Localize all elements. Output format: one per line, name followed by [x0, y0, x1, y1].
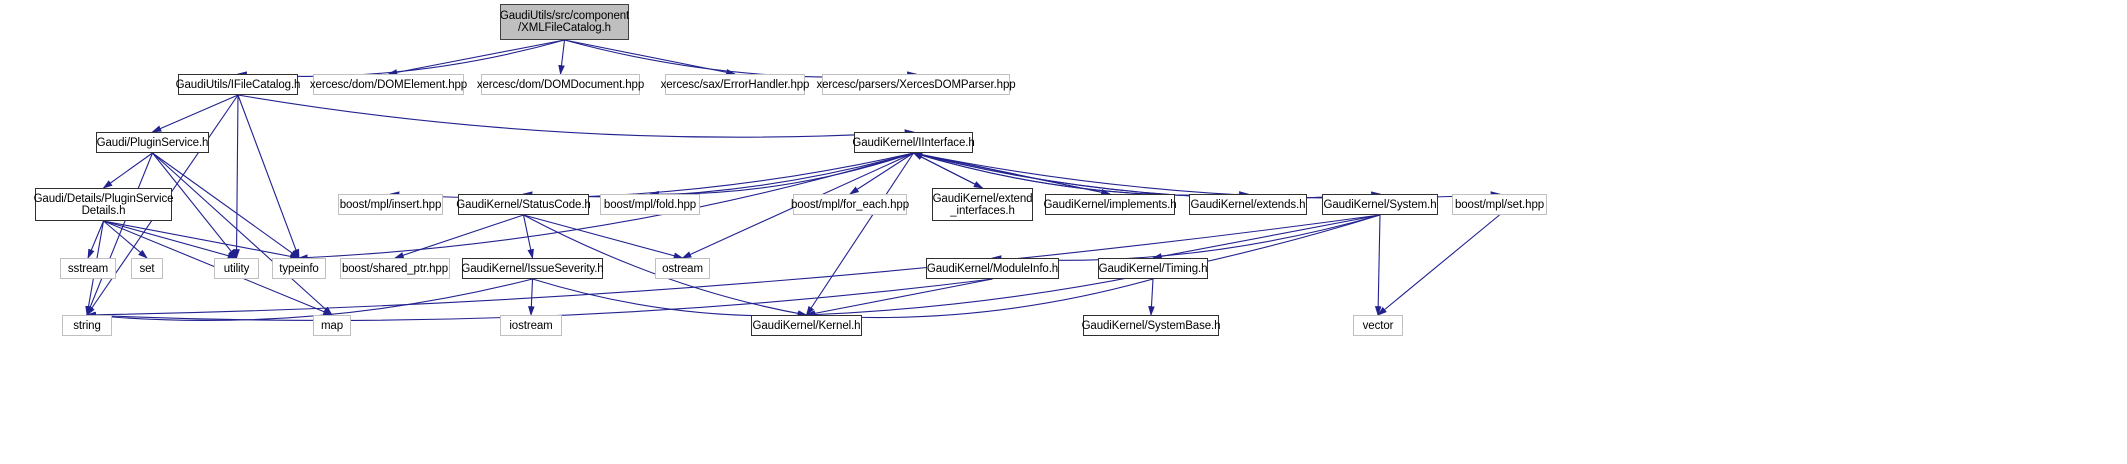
graph-node-mplfold[interactable]: boost/mpl/fold.hpp	[600, 194, 700, 215]
graph-node-extends[interactable]: GaudiKernel/extends.h	[1189, 194, 1307, 215]
edge-iinterface-to-mplforeach	[849, 152, 914, 195]
graph-node-errorhandler[interactable]: xercesc/sax/ErrorHandler.hpp	[661, 74, 809, 95]
graph-node-utility[interactable]: utility	[214, 258, 259, 279]
graph-node-pluginservice[interactable]: Gaudi/PluginService.h	[96, 132, 209, 153]
graph-node-sstream[interactable]: sstream	[60, 258, 116, 279]
edge-root-to-ifilecatalog	[236, 39, 565, 78]
edge-system-to-moduleinfo	[991, 214, 1381, 262]
edge-root-to-errorhandler	[564, 39, 737, 76]
graph-node-psdetails[interactable]: Gaudi/Details/PluginService Details.h	[34, 188, 174, 221]
edge-timing-to-kernel	[805, 278, 1154, 319]
edge-timing-to-systembase	[1148, 278, 1155, 317]
edge-ifilecatalog-to-pluginservice	[151, 94, 239, 133]
graph-node-vector[interactable]: vector	[1353, 315, 1403, 336]
edge-mplset-to-vector	[1377, 214, 1500, 316]
edge-psdetails-to-typeinfo	[103, 220, 301, 260]
edge-iinterface-to-statuscode	[522, 152, 914, 198]
graph-node-statuscode[interactable]: GaudiKernel/StatusCode.h	[456, 194, 591, 215]
edge-iinterface-to-mplinsert	[389, 152, 914, 199]
edge-ifilecatalog-to-typeinfo	[237, 94, 300, 260]
graph-node-ostream[interactable]: ostream	[655, 258, 710, 279]
edge-issueseverity-to-iostream	[528, 278, 535, 317]
edge-iinterface-to-kernel	[805, 152, 914, 316]
edge-statuscode-to-ostream	[523, 214, 684, 259]
edge-root-to-domdocument	[558, 39, 566, 76]
graph-node-string[interactable]: string	[62, 315, 112, 336]
edge-pluginservice-to-map	[152, 152, 333, 316]
edge-issueseverity-to-string	[85, 278, 533, 322]
graph-node-iinterface[interactable]: GaudiKernel/IInterface.h	[852, 132, 975, 153]
edge-root-to-xercesdomparser	[564, 39, 918, 78]
graph-node-root[interactable]: GaudiUtils/src/component /XMLFileCatalog…	[500, 4, 629, 40]
graph-node-issueseverity[interactable]: GaudiKernel/IssueSeverity.h	[461, 258, 604, 279]
graph-node-timing[interactable]: GaudiKernel/Timing.h	[1098, 258, 1208, 279]
graph-node-systembase[interactable]: GaudiKernel/SystemBase.h	[1082, 315, 1221, 336]
edge-issueseverity-to-kernel	[532, 278, 808, 319]
graph-node-map[interactable]: map	[313, 315, 351, 336]
edge-pluginservice-to-psdetails	[102, 152, 153, 189]
edge-system-to-vector	[1374, 214, 1382, 317]
edge-statuscode-to-issueseverity	[522, 214, 534, 260]
graph-node-iostream[interactable]: iostream	[500, 315, 562, 336]
graph-node-mplinsert[interactable]: boost/mpl/insert.hpp	[338, 194, 443, 215]
edge-psdetails-to-sstream	[87, 220, 105, 260]
edge-root-to-domelement	[387, 39, 565, 76]
graph-node-ifilecatalog[interactable]: GaudiUtils/IFileCatalog.h	[176, 74, 300, 95]
graph-node-sharedptr[interactable]: boost/shared_ptr.hpp	[340, 258, 450, 279]
graph-node-moduleinfo[interactable]: GaudiKernel/ModuleInfo.h	[926, 258, 1059, 279]
graph-node-set[interactable]: set	[131, 258, 163, 279]
edge-system-to-kernel	[805, 214, 1381, 318]
graph-node-system[interactable]: GaudiKernel/System.h	[1322, 194, 1438, 215]
edge-pluginservice-to-typeinfo	[152, 152, 300, 259]
graph-node-implements[interactable]: GaudiKernel/implements.h	[1043, 194, 1177, 215]
edge-pluginservice-to-string	[86, 152, 154, 317]
edge-iinterface-to-extendinterfaces	[913, 152, 984, 189]
edge-ifilecatalog-to-iinterface	[237, 94, 915, 138]
graph-node-domelement[interactable]: xercesc/dom/DOMElement.hpp	[310, 74, 467, 95]
graph-node-extendinterfaces[interactable]: GaudiKernel/extend _interfaces.h	[932, 188, 1033, 221]
edge-psdetails-to-set	[103, 220, 148, 259]
edge-extendinterfaces-to-iinterface	[912, 152, 983, 189]
edge-system-to-timing	[1151, 214, 1381, 260]
graph-node-kernel[interactable]: GaudiKernel/Kernel.h	[751, 315, 862, 336]
edge-ifilecatalog-to-utility	[233, 94, 240, 260]
graph-node-typeinfo[interactable]: typeinfo	[272, 258, 326, 279]
edge-moduleinfo-to-kernel	[805, 278, 993, 317]
edge-iinterface-to-mplfold	[648, 152, 914, 198]
graph-node-mplforeach[interactable]: boost/mpl/for_each.hpp	[791, 194, 909, 215]
graph-node-xercesdomparser[interactable]: xercesc/parsers/XercesDOMParser.hpp	[816, 74, 1016, 95]
graph-node-domdocument[interactable]: xercesc/dom/DOMDocument.hpp	[477, 74, 644, 95]
edge-psdetails-to-utility	[103, 220, 238, 259]
edge-statuscode-to-sharedptr	[393, 214, 524, 259]
graph-node-mplset[interactable]: boost/mpl/set.hpp	[1452, 194, 1547, 215]
